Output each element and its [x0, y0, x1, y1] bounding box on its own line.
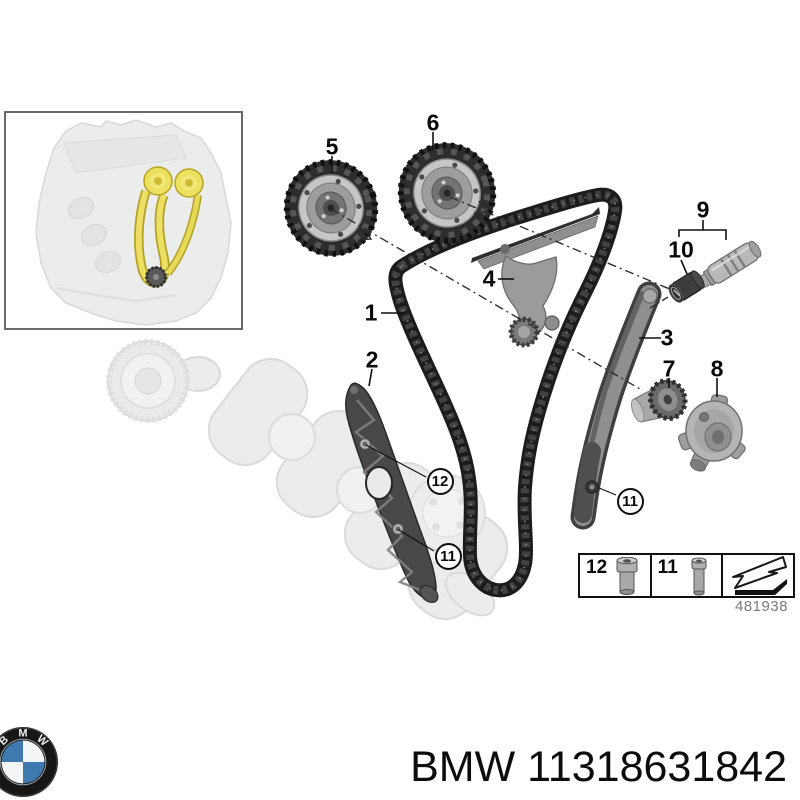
- bmw-logo-letter-m: M: [18, 728, 27, 740]
- legend-cell-arrow: [723, 555, 793, 596]
- chain-guide-bracket-part4: [471, 207, 600, 348]
- legend-label-11: 11: [657, 557, 678, 578]
- part-label-2: 2: [365, 346, 379, 373]
- sprocket-part7: [630, 378, 688, 423]
- tensioning-rail-part3: [570, 281, 662, 530]
- crankshaft-ghost: [106, 339, 509, 620]
- part-label-8: 8: [710, 355, 724, 382]
- fastener-legend-box: 12 11: [578, 553, 795, 598]
- assembly-axis-lines: [330, 196, 673, 390]
- timing-chain: [388, 187, 623, 598]
- circled-callout-12: 12: [426, 467, 454, 495]
- highlighted-timing-chain: [134, 166, 204, 288]
- bmw-roundel-quarters: [1, 740, 45, 784]
- mount-direction-arrowhead: [357, 227, 373, 241]
- bmw-logo: B M W: [0, 727, 58, 797]
- guide-rail-part2: [345, 382, 439, 603]
- part-label-4: 4: [482, 265, 496, 292]
- bmw-logo-letter-b: B: [0, 734, 11, 748]
- mount-direction-arrowhead: [473, 200, 489, 214]
- brand-name: BMW: [410, 743, 516, 791]
- camshaft-sprocket-part6: [397, 142, 497, 244]
- part-label-3: 3: [660, 324, 674, 351]
- product-title: BMW 11318631842: [410, 743, 787, 792]
- legend-cell-11: 11: [652, 555, 724, 596]
- engine-inset-illustration: [35, 119, 232, 326]
- part-label-9: 9: [696, 196, 710, 223]
- circled-callout-11: 11: [616, 487, 644, 515]
- direction-of-travel-arrow-icon: [732, 555, 788, 595]
- stud-bolt-icon: [691, 557, 707, 596]
- part-label-5: 5: [325, 133, 339, 160]
- camshaft-sprocket-part5: [283, 159, 379, 257]
- figure-number: 481938: [734, 598, 788, 615]
- callout-leader-lines: [331, 132, 727, 552]
- part-label-7: 7: [662, 355, 676, 382]
- part-label-1: 1: [364, 299, 378, 326]
- socket-head-bolt-icon: [616, 557, 638, 595]
- tensioner-bushing-part10: [668, 270, 705, 303]
- legend-cell-12: 12: [580, 555, 652, 596]
- part-label-6: 6: [426, 109, 440, 136]
- engine-inset-box: [4, 111, 243, 330]
- part-number: 11318631842: [527, 743, 787, 791]
- circled-callout-11: 11: [434, 542, 462, 570]
- part-label-10: 10: [668, 236, 694, 263]
- legend-label-12: 12: [586, 557, 608, 578]
- flange-part8: [677, 394, 746, 472]
